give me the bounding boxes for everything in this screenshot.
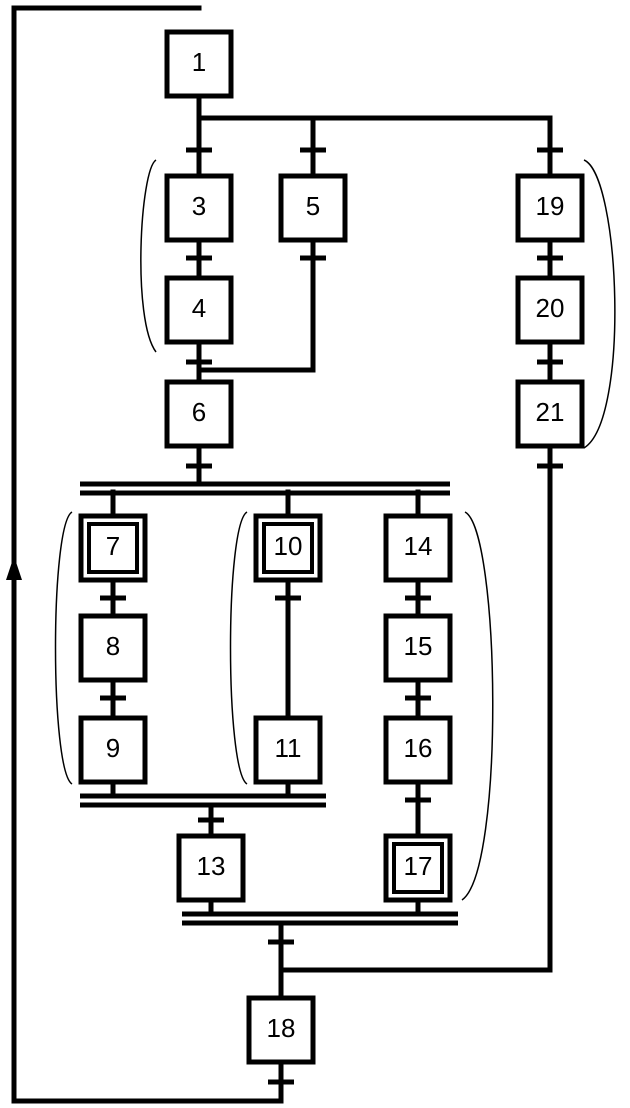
synchronization-bars bbox=[80, 481, 458, 926]
step-box bbox=[253, 715, 323, 785]
step-box bbox=[383, 715, 453, 785]
grouping-bracket bbox=[140, 159, 157, 353]
step-9: 9 bbox=[78, 715, 148, 785]
step-box bbox=[278, 173, 348, 243]
step-box bbox=[78, 613, 148, 683]
step-label: 9 bbox=[106, 733, 120, 763]
step-label: 21 bbox=[536, 397, 565, 427]
step-box bbox=[515, 379, 585, 449]
step-21: 21 bbox=[515, 379, 585, 449]
step-16: 16 bbox=[383, 715, 453, 785]
step-13: 13 bbox=[176, 833, 246, 903]
step-1: 1 bbox=[164, 29, 234, 99]
step-label: 19 bbox=[536, 191, 565, 221]
step-label: 5 bbox=[306, 191, 320, 221]
step-box bbox=[253, 513, 323, 583]
step-box bbox=[164, 275, 234, 345]
step-label: 14 bbox=[404, 531, 433, 561]
step-label: 17 bbox=[404, 851, 433, 881]
step-6: 6 bbox=[164, 379, 234, 449]
step-18: 18 bbox=[246, 995, 316, 1065]
step-17: 17 bbox=[383, 833, 453, 903]
grouping-bracket bbox=[461, 511, 494, 901]
connection-line bbox=[196, 237, 316, 373]
step-box bbox=[383, 513, 453, 583]
step-label: 11 bbox=[275, 733, 302, 763]
step-14: 14 bbox=[383, 513, 453, 583]
arrow-up-icon bbox=[6, 556, 22, 580]
step-label: 4 bbox=[192, 293, 206, 323]
initial-step-inner-box bbox=[262, 522, 314, 574]
initial-step-inner-box bbox=[87, 522, 139, 574]
step-15: 15 bbox=[383, 613, 453, 683]
step-8: 8 bbox=[78, 613, 148, 683]
step-7: 7 bbox=[78, 513, 148, 583]
step-label: 10 bbox=[274, 531, 303, 561]
grouping-bracket bbox=[54, 511, 73, 785]
grouping-bracket bbox=[583, 159, 616, 449]
step-label: 15 bbox=[404, 631, 433, 661]
step-label: 18 bbox=[267, 1013, 296, 1043]
step-box bbox=[164, 379, 234, 449]
step-box bbox=[164, 29, 234, 99]
step-label: 7 bbox=[106, 531, 120, 561]
step-19: 19 bbox=[515, 173, 585, 243]
step-label: 1 bbox=[192, 47, 206, 77]
step-label: 3 bbox=[192, 191, 206, 221]
connection-line bbox=[278, 443, 553, 973]
step-box bbox=[383, 833, 453, 903]
step-label: 13 bbox=[197, 851, 226, 881]
step-box bbox=[164, 173, 234, 243]
connection-line bbox=[11, 5, 284, 1104]
step-3: 3 bbox=[164, 173, 234, 243]
step-box bbox=[78, 715, 148, 785]
arrows bbox=[6, 556, 22, 580]
step-10: 10 bbox=[253, 513, 323, 583]
initial-step-inner-box bbox=[392, 842, 444, 894]
transitions bbox=[100, 147, 563, 1085]
step-box bbox=[176, 833, 246, 903]
step-box bbox=[515, 275, 585, 345]
step-20: 20 bbox=[515, 275, 585, 345]
step-4: 4 bbox=[164, 275, 234, 345]
step-box bbox=[78, 513, 148, 583]
step-box bbox=[383, 613, 453, 683]
step-5: 5 bbox=[278, 173, 348, 243]
step-label: 16 bbox=[404, 733, 433, 763]
step-11: 11 bbox=[253, 715, 323, 785]
step-label: 6 bbox=[192, 397, 206, 427]
step-box bbox=[515, 173, 585, 243]
step-box bbox=[246, 995, 316, 1065]
step-label: 20 bbox=[536, 293, 565, 323]
grouping-brackets bbox=[54, 159, 616, 901]
step-label: 8 bbox=[106, 631, 120, 661]
connection-line bbox=[196, 115, 553, 179]
grouping-bracket bbox=[229, 511, 248, 785]
